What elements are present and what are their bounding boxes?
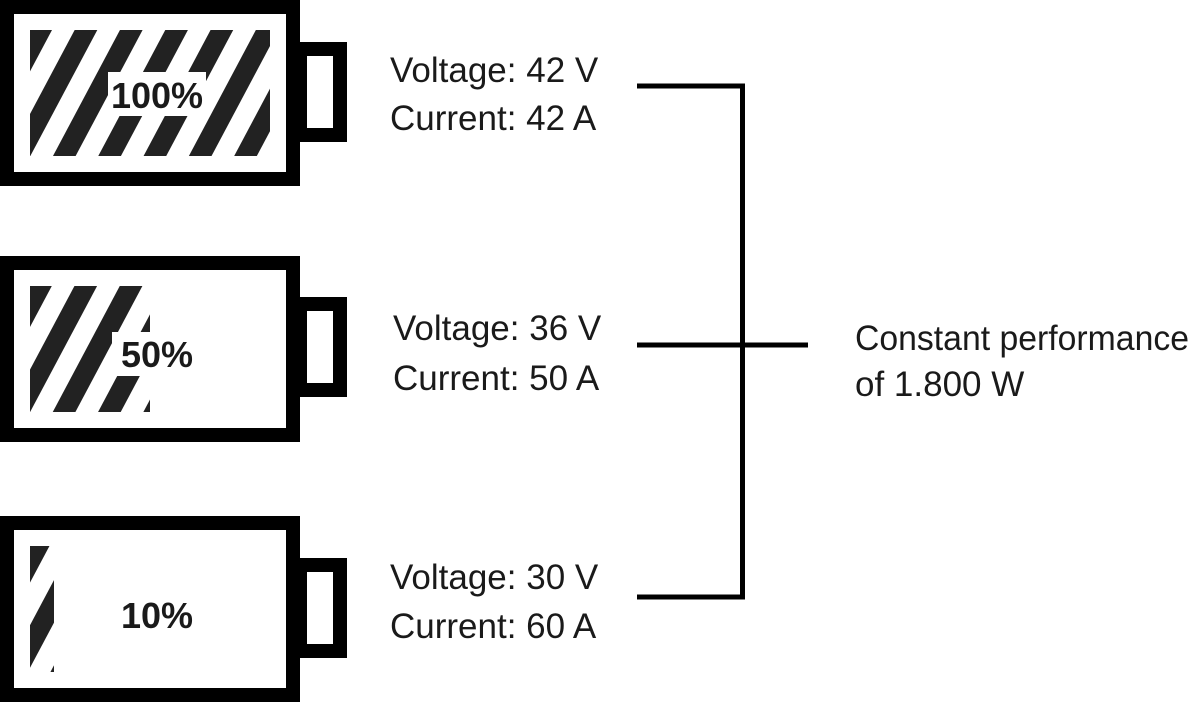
voltage-readout: Voltage: 42 V [390, 51, 599, 90]
battery-terminal [293, 297, 347, 397]
battery-50: 50% [0, 256, 347, 442]
result-text: Constant performance of 1.800 W [855, 319, 1189, 404]
readout-battery-10: Voltage: 30 V Current: 60 A [390, 558, 599, 646]
battery-100: 100% [0, 0, 347, 186]
charge-fill [30, 546, 54, 672]
battery-10: 10% [0, 516, 347, 702]
result-line-2: of 1.800 W [855, 365, 1024, 404]
current-readout: Current: 42 A [390, 99, 597, 138]
voltage-readout: Voltage: 36 V [393, 309, 602, 348]
current-readout: Current: 60 A [390, 607, 597, 646]
charge-label: 10% [121, 595, 193, 636]
battery-terminal [293, 558, 347, 658]
voltage-readout: Voltage: 30 V [390, 558, 599, 597]
charge-label-backdrop [108, 72, 206, 116]
charge-label: 100% [111, 75, 203, 116]
charge-label: 50% [121, 334, 193, 375]
readout-battery-100: Voltage: 42 V Current: 42 A [390, 51, 599, 138]
battery-terminal [293, 42, 347, 142]
readout-battery-50: Voltage: 36 V Current: 50 A [393, 309, 602, 398]
bracket-connector [637, 83, 808, 600]
current-readout: Current: 50 A [393, 359, 600, 398]
charge-label-backdrop [112, 332, 202, 376]
result-line-1: Constant performance [855, 319, 1189, 358]
